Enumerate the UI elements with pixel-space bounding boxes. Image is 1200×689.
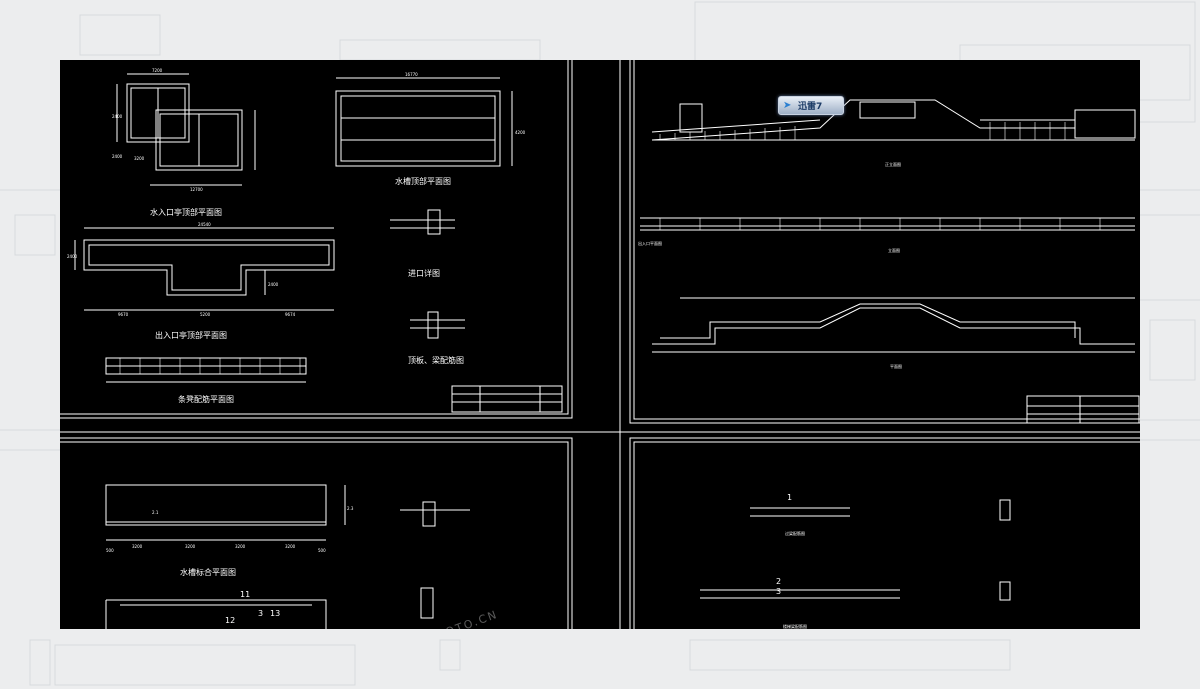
dim-d10: 9670 xyxy=(118,312,129,317)
sheet4-frame xyxy=(629,437,1140,629)
title-2b: 出入口平面图 xyxy=(638,240,662,246)
dim-d12: 9674 xyxy=(285,312,296,317)
dim-d13: 2400 xyxy=(268,282,279,287)
dim-d3: 2400 xyxy=(112,154,123,159)
label3-l2: 11 xyxy=(240,590,250,599)
dim-d4: 3200 xyxy=(134,156,145,161)
dim-d1: 7200 xyxy=(152,68,163,73)
dim-d9: 2400 xyxy=(67,254,78,259)
label4-l3: 3 xyxy=(776,587,781,596)
title-1a: 水入口亭顶部平面图 xyxy=(150,207,222,217)
dim-d7: 4200 xyxy=(515,130,526,135)
thunder-badge[interactable]: ➤ 迅雷7 xyxy=(778,96,844,115)
title-1e: 顶板、梁配筋图 xyxy=(408,355,464,365)
dim3-d1: 500 xyxy=(106,548,114,553)
title-3a: 水槽标合平面图 xyxy=(180,567,236,577)
dim3-d2: 3200 xyxy=(132,544,143,549)
dim3-d3: 3200 xyxy=(185,544,196,549)
dim-d8: 24540 xyxy=(198,222,211,227)
sheet2-frame xyxy=(629,60,1140,424)
label3-l1: 12 xyxy=(225,616,235,625)
label4-l1: 1 xyxy=(787,493,792,502)
dim-d6: 16770 xyxy=(405,72,418,77)
label3-l3: 3 xyxy=(258,609,263,618)
title-1d: 进口详图 xyxy=(408,268,440,278)
dim3-d6: 500 xyxy=(318,548,326,553)
sheet1-frame xyxy=(60,60,573,419)
label4-l2: 2 xyxy=(776,577,781,586)
dim-d11: 5200 xyxy=(200,312,211,317)
title-2c: 立面图 xyxy=(888,247,900,253)
dim-d5: 12700 xyxy=(190,187,203,192)
badge-label: 迅雷7 xyxy=(798,102,823,112)
dim3-d8: 2.3 xyxy=(347,506,354,511)
title-2a: 正立面图 xyxy=(885,161,901,167)
title-4a: 过梁配筋图 xyxy=(785,530,805,536)
sheet3-frame xyxy=(60,437,573,629)
dim3-d4: 3200 xyxy=(235,544,246,549)
dim-d2: 2400 xyxy=(112,114,123,119)
title-4b: 楼梯梁配筋图 xyxy=(783,623,807,629)
title-1f: 条凳配筋平面图 xyxy=(178,394,234,404)
title-1b: 水槽顶部平面图 xyxy=(395,176,451,186)
cad-viewport[interactable]: 7200 2400 2400 3200 12700 16770 4200 245… xyxy=(60,60,1140,629)
title-2d: 平面图 xyxy=(890,363,902,369)
dim3-d5: 3200 xyxy=(285,544,296,549)
label3-l4: 13 xyxy=(270,609,280,618)
thunder-bird-icon: ➤ xyxy=(783,100,792,111)
title-1c: 出入口亭顶部平面图 xyxy=(155,330,227,340)
dim3-d7: 2.1 xyxy=(152,510,159,515)
